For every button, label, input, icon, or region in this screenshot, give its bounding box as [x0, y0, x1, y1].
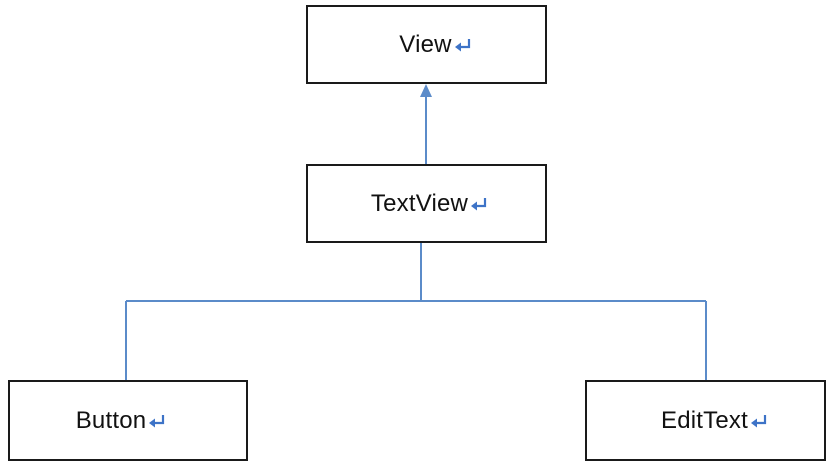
node-edittext-label: EditText: [661, 406, 748, 434]
return-arrow-icon: [471, 197, 487, 210]
node-textview: TextView: [306, 164, 547, 243]
return-arrow-icon: [149, 414, 165, 427]
node-textview-label: TextView: [370, 189, 469, 217]
node-edittext: EditText: [585, 380, 826, 461]
node-view-label: View: [399, 30, 452, 58]
node-button: Button: [8, 380, 248, 461]
arrowhead-up-icon: [420, 84, 432, 97]
node-view: View: [306, 5, 547, 84]
return-arrow-icon: [454, 38, 470, 51]
return-arrow-icon: [750, 414, 767, 427]
node-button-label: Button: [75, 406, 147, 434]
